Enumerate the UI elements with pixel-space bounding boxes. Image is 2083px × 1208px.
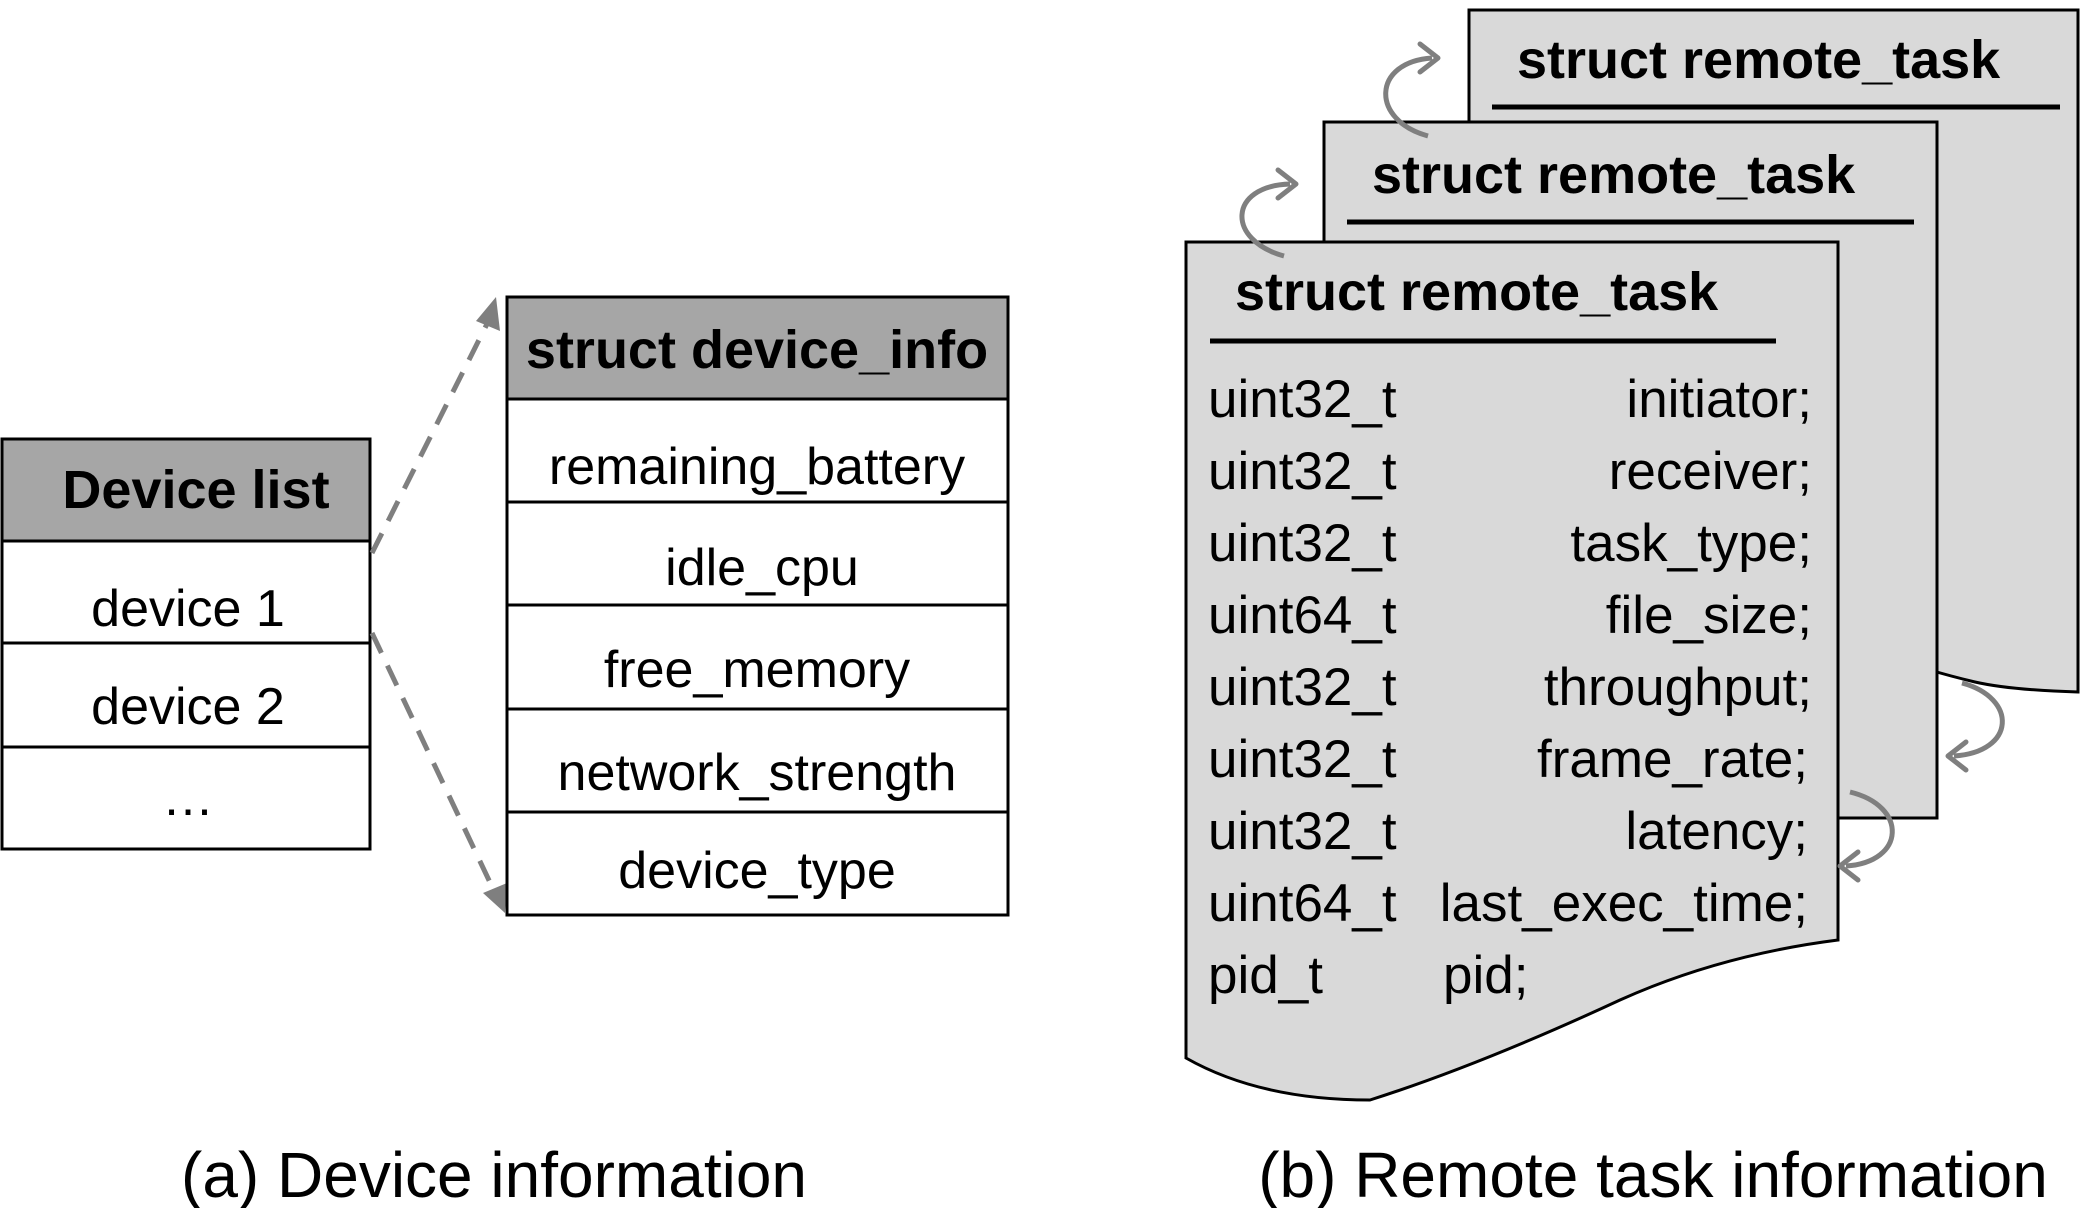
remote-task-page-front: struct remote_task uint32_t initiator; u… (1184, 240, 1840, 1102)
device-list-item: … (162, 769, 214, 827)
curved-arrow (1239, 181, 1291, 259)
field-name: task_type; (1570, 514, 1812, 573)
device-list-table: Device list device 1 device 2 … (0, 437, 372, 851)
device-info-field: device_type (618, 842, 896, 900)
device-info-row (505, 603, 1010, 711)
field-name: frame_rate; (1537, 730, 1808, 789)
device-info-field: idle_cpu (665, 539, 859, 597)
arrowhead-down-icon (483, 883, 507, 913)
field-name: receiver; (1609, 442, 1812, 501)
field-type: uint64_t (1208, 874, 1397, 933)
device-info-table: struct device_info remaining_battery idl… (505, 295, 1010, 917)
expansion-arrow-up (369, 316, 493, 555)
field-type: uint32_t (1208, 802, 1397, 861)
device-list-item: device 2 (91, 678, 285, 736)
device-list-row (0, 641, 372, 749)
device-list-header (0, 437, 372, 543)
device-info-row (505, 397, 1010, 504)
curved-arrow-head-icon (1837, 849, 1861, 883)
field-name: throughput; (1544, 658, 1812, 717)
field-type: uint64_t (1208, 586, 1397, 645)
expansion-arrows (369, 297, 507, 913)
device-info-row (505, 810, 1010, 917)
curved-arrow-head-icon (1945, 739, 1969, 773)
page-shape (1184, 240, 1840, 1102)
device-list-row (0, 745, 372, 851)
device-list-row (0, 539, 372, 645)
remote-task-title: struct remote_task (1372, 145, 1856, 205)
curved-arrow (1845, 789, 1895, 869)
field-name: file_size; (1606, 586, 1812, 645)
device-list-item: device 1 (91, 580, 285, 638)
curved-arrow (1953, 680, 2005, 759)
field-name: last_exec_time; (1440, 874, 1808, 933)
remote-task-title: struct remote_task (1517, 30, 2001, 90)
curved-arrow (1383, 55, 1433, 139)
field-type: uint32_t (1208, 442, 1397, 501)
caption-b: (b) Remote task information (1258, 1139, 2048, 1208)
remote-task-page-middle: struct remote_task (1322, 120, 1939, 820)
device-info-title: struct device_info (526, 320, 988, 380)
remote-task-page-back: struct remote_task (1467, 8, 2080, 694)
field-name: latency; (1625, 802, 1808, 861)
cycle-arrows (1239, 41, 2005, 883)
device-info-field: remaining_battery (549, 438, 965, 496)
field-name: pid; (1443, 946, 1528, 1005)
device-info-field: network_strength (558, 744, 957, 802)
device-list-title: Device list (62, 460, 329, 520)
expansion-arrow-down (369, 631, 498, 895)
caption-a: (a) Device information (181, 1139, 807, 1208)
field-type: uint32_t (1208, 730, 1397, 789)
field-name: initiator; (1626, 370, 1812, 429)
field-type: uint32_t (1208, 370, 1397, 429)
arrowhead-up-icon (476, 297, 500, 331)
field-type: uint32_t (1208, 514, 1397, 573)
field-type: pid_t (1208, 946, 1323, 1005)
remote-task-fields: uint32_t initiator; uint32_t receiver; u… (1208, 370, 1812, 1005)
remote-task-title: struct remote_task (1235, 262, 1719, 322)
curved-arrow-head-icon (1417, 41, 1441, 75)
curved-arrow-head-icon (1275, 167, 1299, 201)
field-type: uint32_t (1208, 658, 1397, 717)
device-info-field: free_memory (604, 641, 910, 699)
